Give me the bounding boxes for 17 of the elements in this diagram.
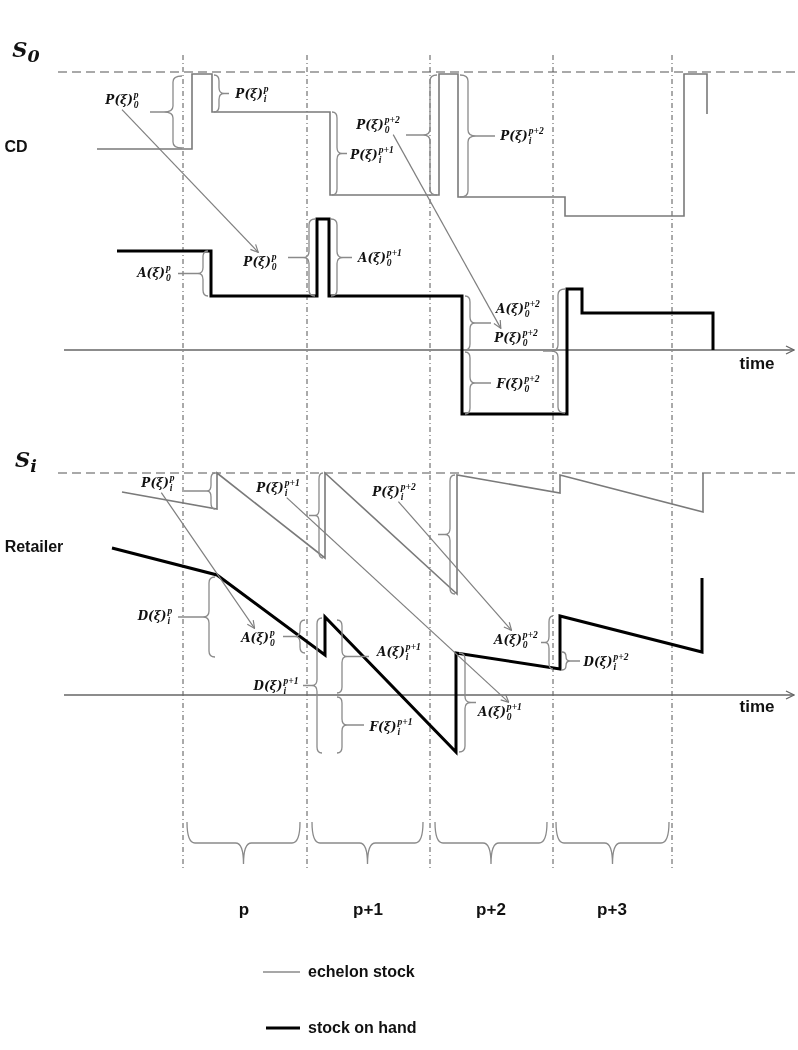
axis-label: time bbox=[739, 354, 775, 374]
period-label: p+2 bbox=[476, 900, 506, 920]
panel-label: Retailer bbox=[4, 538, 64, 556]
arrow bbox=[160, 492, 256, 629]
arrow bbox=[286, 497, 510, 703]
legend-label: stock on hand bbox=[308, 1019, 417, 1037]
axis-label: time bbox=[739, 697, 775, 717]
level-label: S$_{0}$ bbox=[12, 37, 40, 67]
period-label: p+1 bbox=[353, 900, 383, 920]
arrow bbox=[121, 109, 259, 253]
period-label: p+3 bbox=[597, 900, 627, 920]
legend-label: echelon stock bbox=[308, 963, 415, 981]
arrow bbox=[397, 501, 513, 631]
level-label: S$_{i}$ bbox=[15, 447, 37, 477]
period-label: p bbox=[238, 900, 250, 920]
arrow bbox=[392, 134, 502, 329]
panel-label: CD bbox=[4, 138, 28, 156]
